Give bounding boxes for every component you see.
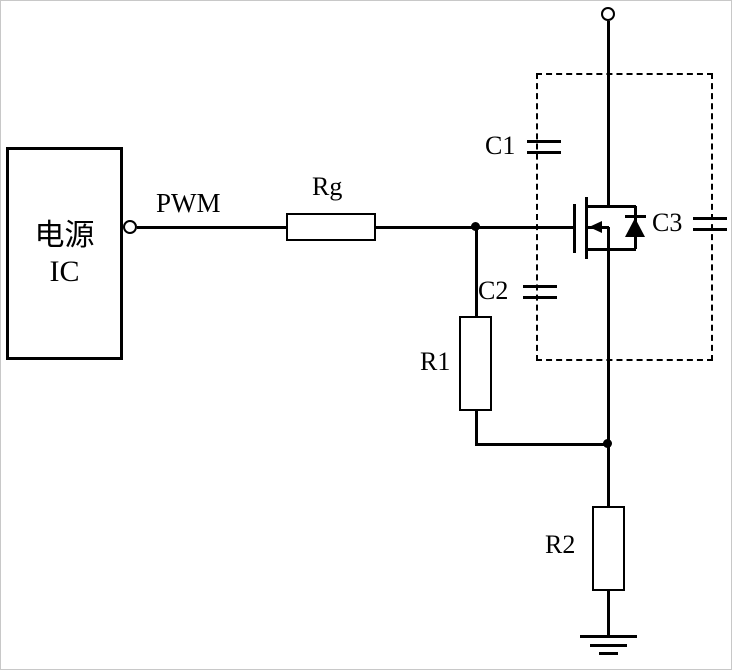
wire-source-down — [607, 227, 610, 445]
rg-label: Rg — [312, 172, 343, 201]
c2-plate-bottom — [523, 296, 557, 299]
top-terminal-icon — [601, 7, 615, 21]
power-ic-label-line2: IC — [49, 254, 80, 288]
mosfet-body-arrow-icon — [589, 221, 602, 233]
r2-label: R2 — [545, 530, 576, 559]
c2-label: C2 — [478, 276, 509, 305]
wire-r1-down — [475, 411, 478, 445]
c1-plate-top — [527, 140, 561, 143]
body-diode-triangle-icon — [625, 218, 645, 237]
mosfet-source-lead — [586, 248, 636, 251]
mosfet-gate-plate — [573, 204, 576, 253]
gate-junction-dot — [471, 222, 480, 231]
r1-resistor — [459, 316, 492, 411]
power-ic-box: 电源 IC — [6, 147, 123, 360]
ic-output-terminal-icon — [123, 220, 137, 234]
source-node-dot — [603, 439, 612, 448]
wire-ic-to-rg — [137, 226, 286, 229]
c2-plate-top — [523, 285, 557, 288]
r2-resistor — [592, 506, 625, 591]
pwm-label: PWM — [156, 188, 221, 218]
c3-plate-bottom — [693, 228, 727, 231]
wire-drain-up — [607, 21, 610, 207]
r1-label: R1 — [420, 347, 451, 376]
ground-bar-3 — [599, 652, 618, 655]
c1-plate-bottom — [527, 151, 561, 154]
wire-r1-to-source-node — [475, 443, 609, 446]
ground-bar-1 — [580, 635, 637, 638]
power-ic-label-line1: 电源 — [34, 218, 95, 252]
c3-plate-top — [693, 217, 727, 220]
mosfet-drain-lead — [586, 205, 636, 208]
wire-node-to-r2 — [607, 444, 610, 506]
body-diode-cathode-bar — [625, 215, 646, 218]
rg-resistor — [286, 213, 376, 241]
wire-gate-branch-down — [475, 227, 478, 316]
c3-label: C3 — [652, 208, 683, 237]
wire-r2-to-ground — [607, 591, 610, 636]
ground-bar-2 — [590, 644, 627, 647]
c1-label: C1 — [485, 131, 516, 160]
